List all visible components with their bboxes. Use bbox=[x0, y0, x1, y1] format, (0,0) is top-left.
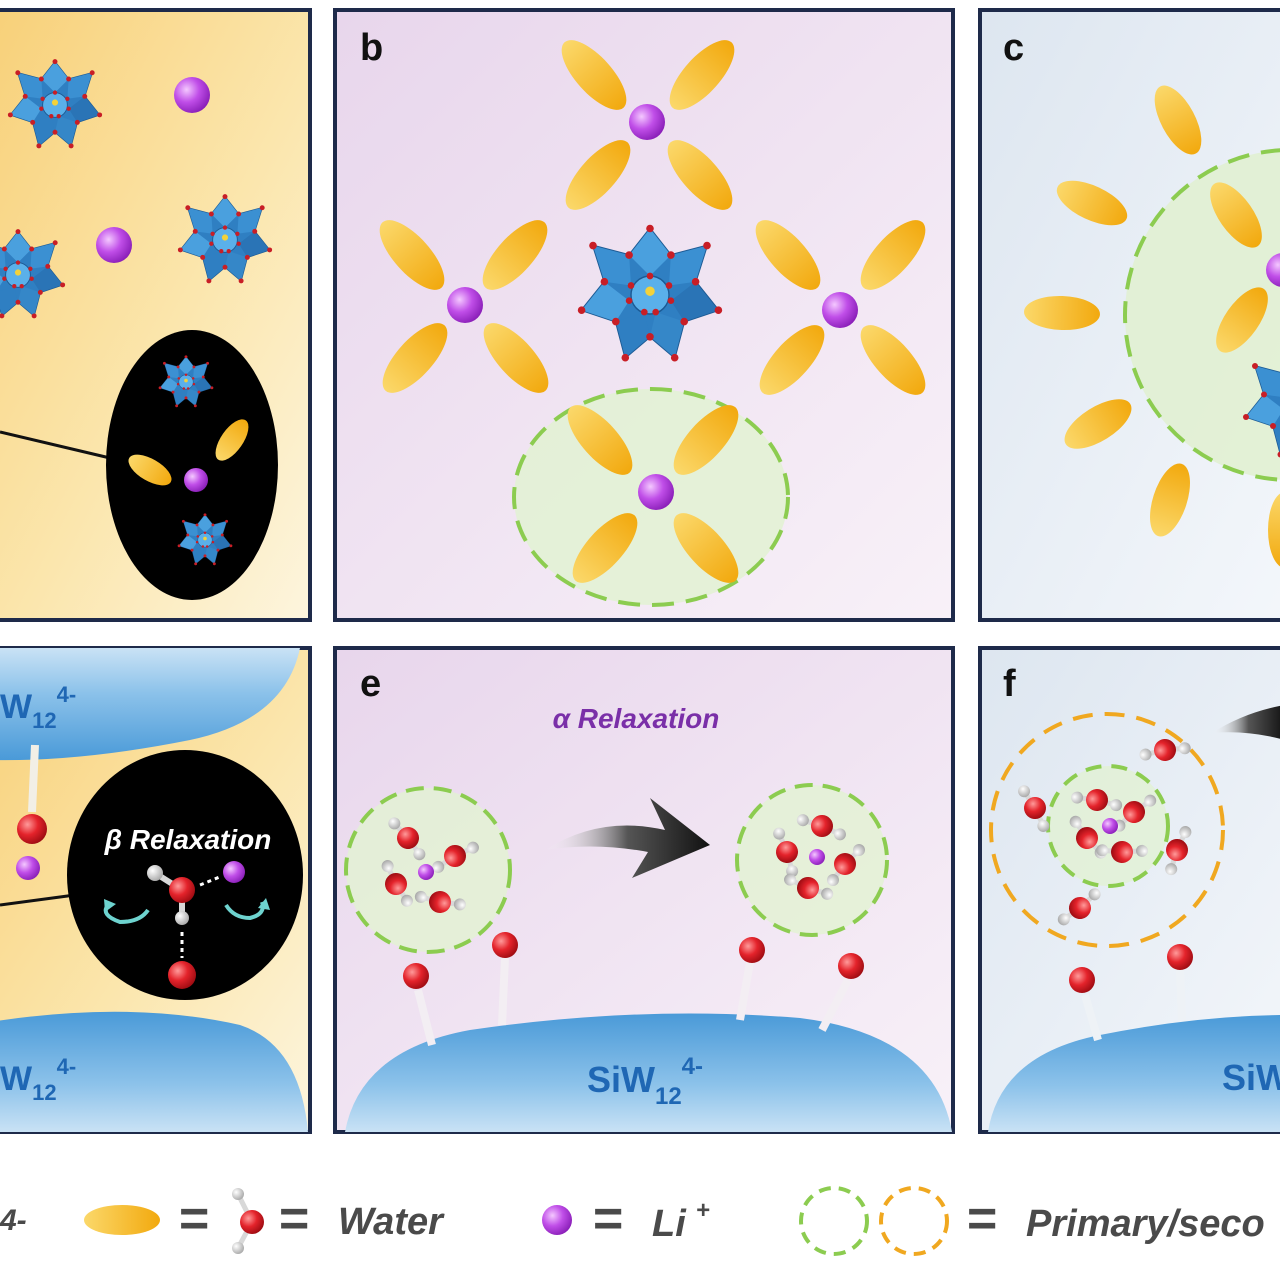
panel-letter-c: c bbox=[1003, 27, 1024, 69]
secondary-solvation-shell bbox=[989, 712, 1225, 948]
panel-letter-b: b bbox=[360, 27, 383, 69]
water-molecule-icon bbox=[232, 1188, 264, 1254]
legend-shell-label: Primary/seco bbox=[1026, 1203, 1265, 1245]
svg-text:Li+: Li+ bbox=[652, 1197, 710, 1245]
water-ellipse-icon bbox=[128, 454, 172, 486]
lithium-hydration-cluster bbox=[561, 40, 735, 210]
legend-equals: = bbox=[592, 1190, 622, 1248]
surface-label: W bbox=[0, 688, 33, 726]
lithium-ion-icon bbox=[542, 1205, 572, 1235]
water-ellipse-icon bbox=[84, 1205, 160, 1235]
panel-a bbox=[0, 8, 312, 622]
legend-equals: = bbox=[966, 1190, 996, 1248]
lithium-hydration-cluster bbox=[755, 220, 926, 395]
panel-f: f SiW bbox=[978, 646, 1280, 1134]
svg-text:SiW124-: SiW124- bbox=[587, 1053, 703, 1110]
panel-d: W124- W124- β Relaxation bbox=[0, 646, 312, 1134]
legend: 4- = = Water = Li+ = Primary/seco bbox=[0, 1186, 1265, 1256]
curved-arrow-icon bbox=[545, 798, 710, 878]
zoom-inset bbox=[106, 330, 278, 600]
curved-arrow-icon bbox=[1212, 705, 1280, 739]
lithium-ion-icon bbox=[16, 856, 40, 880]
primary-shell-icon bbox=[799, 1186, 869, 1256]
surface-label: SiW bbox=[1222, 1057, 1280, 1098]
zoom-inset bbox=[67, 750, 303, 1000]
primary-solvation-shell bbox=[512, 387, 790, 607]
oxygen-atom bbox=[17, 814, 47, 844]
lithium-ion-icon bbox=[96, 227, 132, 263]
lithium-ion-icon bbox=[184, 468, 208, 492]
lithium-ion-icon bbox=[1266, 253, 1280, 287]
panel-letter-f: f bbox=[1003, 663, 1016, 705]
surface-label: SiW bbox=[587, 1059, 655, 1100]
siw12-surface-top bbox=[0, 648, 300, 761]
siw12-surface-bottom bbox=[0, 1011, 308, 1132]
alpha-relaxation-label: α Relaxation bbox=[553, 703, 720, 734]
panel-c: c bbox=[978, 8, 1280, 622]
panel-e: e α Relaxation SiW124- bbox=[333, 646, 955, 1134]
siw12-surface bbox=[345, 1013, 952, 1132]
hydrated-lithium-cluster bbox=[735, 783, 889, 937]
secondary-shell-icon bbox=[879, 1186, 949, 1256]
legend-equals: = bbox=[278, 1190, 308, 1248]
water-ellipse-icon bbox=[215, 419, 249, 461]
lithium-hydration-cluster bbox=[379, 220, 549, 393]
legend-left-fragment: 4- bbox=[0, 1204, 27, 1237]
svg-text:W124-: W124- bbox=[0, 1054, 76, 1105]
hydrated-lithium-cluster bbox=[344, 786, 512, 954]
legend-water-label: Water bbox=[338, 1201, 445, 1243]
panel-letter-e: e bbox=[360, 663, 381, 705]
siw12-surface bbox=[988, 1015, 1280, 1132]
legend-li-label: Li bbox=[652, 1203, 687, 1245]
beta-relaxation-label: β Relaxation bbox=[104, 824, 272, 855]
lithium-ion-icon bbox=[174, 77, 210, 113]
surface-label: W bbox=[0, 1060, 33, 1098]
svg-text:W124-: W124- bbox=[0, 682, 76, 733]
panel-b: b bbox=[333, 8, 955, 622]
legend-equals: = bbox=[178, 1190, 208, 1248]
